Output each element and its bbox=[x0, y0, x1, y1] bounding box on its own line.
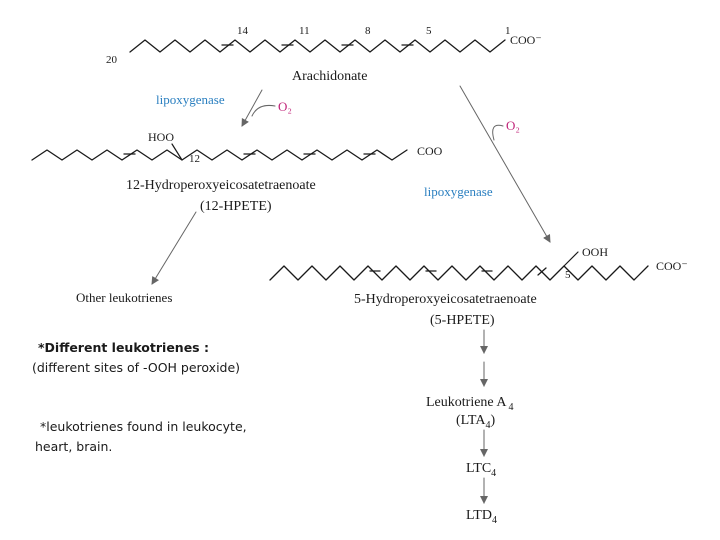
hpete5-double-bond-4 bbox=[537, 267, 547, 276]
hpete5-chain bbox=[269, 265, 649, 281]
note-different-leukotrienes: *Different leukotrienes : bbox=[38, 340, 209, 355]
hpete12-ooh-bond bbox=[171, 143, 183, 161]
arachidonate-carbon-1: 1 bbox=[505, 25, 511, 37]
other-leukotrienes-label: Other leukotrienes bbox=[76, 290, 172, 305]
arachidonate-carbon-14: 14 bbox=[237, 25, 249, 37]
arachidonate-name: Arachidonate bbox=[292, 69, 367, 84]
lta4-abbrev: (LTA4) bbox=[456, 413, 495, 431]
notes: *Different leukotrienes : (different sit… bbox=[32, 340, 247, 454]
left-branch: lipoxygenase O₂ HOO 12 COO 12-Hydroperox… bbox=[31, 89, 443, 305]
hpete12-carbon-12: 12 bbox=[189, 153, 200, 165]
arachidonate-chain bbox=[129, 39, 506, 53]
hpete12-abbrev: (12-HPETE) bbox=[200, 199, 272, 214]
hpete5-carboxylate: COO⁻ bbox=[656, 259, 688, 273]
hpete5-ooh-bond bbox=[563, 251, 579, 267]
left-oxygen-label: O₂ bbox=[278, 99, 292, 114]
hpete5-hydroperoxy: OOH bbox=[582, 245, 608, 259]
right-lipoxygenase-label: lipoxygenase bbox=[424, 184, 493, 199]
hpete5-name: 5-Hydroperoxyeicosatetraenoate bbox=[354, 292, 537, 307]
arachidonate-carbon-11: 11 bbox=[299, 25, 310, 37]
right-oxygen-label: O₂ bbox=[506, 118, 520, 133]
left-lipoxygenase-label: lipoxygenase bbox=[156, 92, 225, 107]
arachidonate-carbon-8: 8 bbox=[365, 25, 371, 37]
note-tissues: heart, brain. bbox=[35, 439, 112, 454]
right-lipoxygenase-arrow bbox=[459, 85, 551, 243]
hpete12-carboxyl: COO bbox=[417, 144, 443, 158]
left-oxygen-curve bbox=[251, 105, 276, 117]
left-lipoxygenase-arrow bbox=[241, 89, 263, 127]
arachidonate-structure: 14 11 8 5 1 COO⁻ 20 Arachidonate bbox=[106, 25, 542, 84]
right-oxygen-curve bbox=[492, 124, 504, 141]
hpete12-chain bbox=[31, 149, 408, 161]
hpete5-abbrev: (5-HPETE) bbox=[430, 313, 495, 328]
hpete12-hydroperoxy: HOO bbox=[148, 130, 174, 144]
hpete12-name: 12-Hydroperoxyeicosatetraenoate bbox=[126, 178, 316, 193]
ltc4-label: LTC4 bbox=[466, 461, 496, 479]
note-found-in: *leukotrienes found in leukocyte, bbox=[40, 419, 247, 434]
ltd4-label: LTD4 bbox=[466, 508, 497, 526]
note-ooh-sites: (different sites of -OOH peroxide) bbox=[32, 360, 240, 375]
arachidonate-carbon-5: 5 bbox=[426, 25, 432, 37]
hpete5-carbon-5: 5 bbox=[565, 269, 571, 281]
arachidonate-carbon-20: 20 bbox=[106, 54, 118, 66]
arachidonate-carboxylate: COO⁻ bbox=[510, 33, 542, 47]
right-branch: O₂ lipoxygenase OOH 5 COO⁻ 5-Hydroperoxy… bbox=[269, 85, 688, 526]
to-other-leukotrienes-arrow bbox=[151, 211, 197, 285]
